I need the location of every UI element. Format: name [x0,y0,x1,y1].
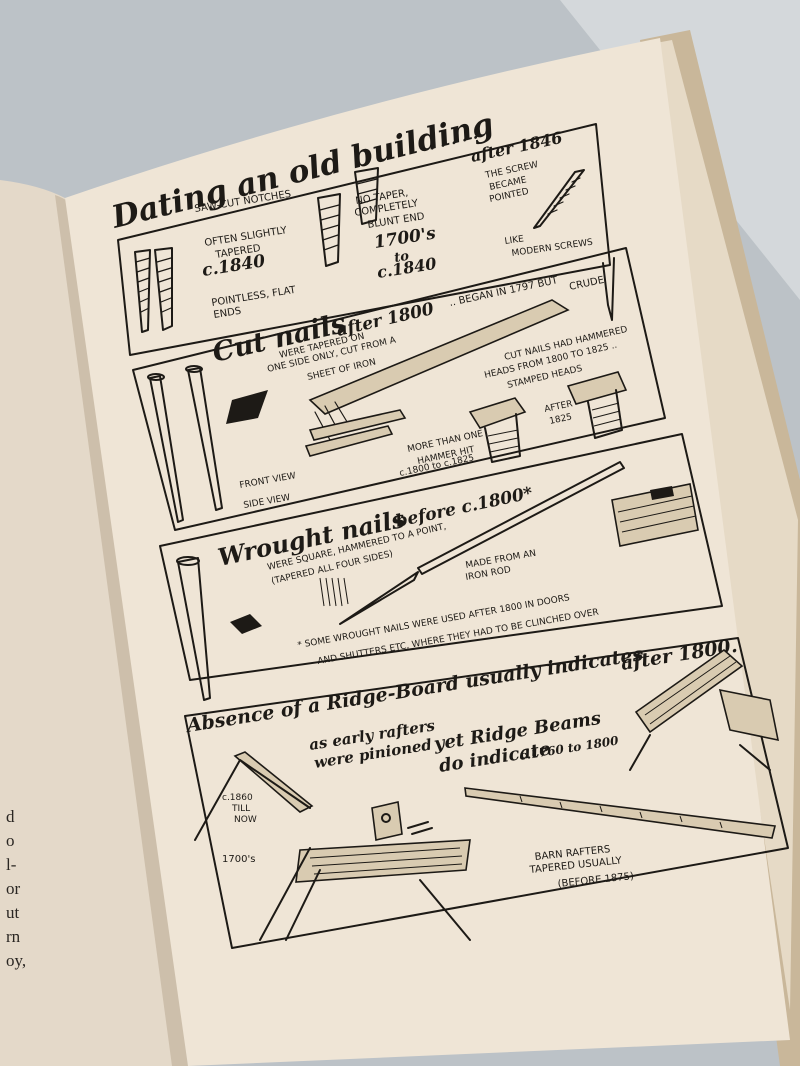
left-text-fragment: l- [6,855,17,874]
pointed-screw-drawing [533,169,585,229]
label-1700s: 1700's [222,854,255,865]
iron-sheet-drawing [304,299,570,457]
wrought-nails-panel-frame [159,433,723,681]
ridge-board-panel-frame [184,637,789,949]
early-rafters-drawing [194,751,314,841]
clinched-nail-wood [611,483,699,547]
book-gutter-shadow [55,195,188,1066]
cut-nails-drawing [147,365,268,523]
date-label: to [393,249,410,266]
screws-panel-frame [117,123,611,356]
stamped-head-nail [566,371,628,439]
like-modern-label: LIKE [504,234,525,247]
left-text-fragment: or [6,879,21,898]
barn-rafter-drawing [464,787,776,839]
left-text-fragment: oy, [6,951,26,970]
left-text-fragment: ut [6,903,20,922]
left-page [0,180,180,1066]
c1860-label: c.1860 [222,793,253,803]
iron-rod-drawing [319,461,625,625]
pinioned-joint-drawing [259,801,471,941]
after-1825-label: 1825 [549,412,573,427]
left-text-fragment: o [6,831,15,850]
c1860-label: TILL [231,804,250,814]
nail-cross-section [226,390,268,424]
wrought-nail-drawing [176,556,262,701]
left-text-fragment: rn [6,927,21,946]
left-page-text: d o l- or ut rn oy, [6,807,26,970]
small-nail-drawing [602,257,615,321]
tapered-screws-drawing [134,247,173,333]
c1860-label: NOW [234,815,257,825]
cut-nails-panel-frame [132,247,666,531]
blunt-screw-drawing [317,167,379,267]
pointless-label: ENDS [213,306,242,321]
nail-cross-section [230,614,262,634]
hammered-head-nail [468,397,527,463]
left-text-fragment: d [6,807,15,826]
ridge-beam-drawing [629,648,780,771]
